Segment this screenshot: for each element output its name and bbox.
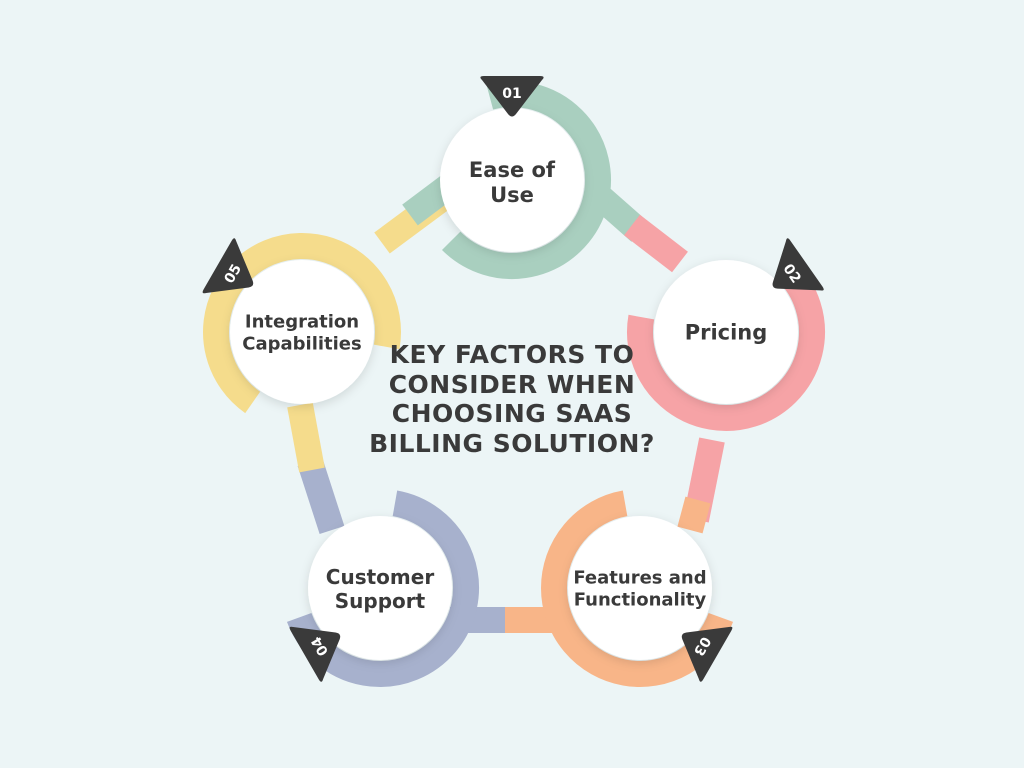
factor-circle-03	[568, 516, 712, 660]
factor-label-03: Features and Functionality	[573, 567, 707, 610]
factor-badge-01: 01	[480, 76, 544, 117]
badge-shape	[681, 626, 733, 682]
factor-ring-03	[541, 490, 734, 687]
factor-label-04: Customer Support	[325, 565, 435, 613]
factor-circle-04	[308, 516, 452, 660]
connector-band-9	[297, 457, 345, 535]
factor-circle-05	[230, 260, 374, 404]
factor-label-02: Pricing	[684, 320, 768, 345]
factor-ring-05	[203, 233, 401, 414]
factor-ring-04	[286, 490, 479, 687]
factor-label-01: Ease of Use	[468, 157, 556, 207]
badge-shape	[480, 76, 544, 117]
connector-band-10	[287, 402, 325, 473]
badge-shape	[289, 626, 341, 682]
factor-label-05: Integration Capabilities	[242, 311, 362, 354]
factor-ring-02	[627, 262, 825, 431]
connector-band-4	[624, 214, 688, 273]
connector-band-6	[677, 496, 711, 534]
factor-badge-04: 04	[289, 626, 341, 682]
badge-number: 01	[502, 86, 521, 102]
factor-circle-01	[440, 108, 584, 252]
factor-ring-01	[442, 81, 611, 279]
factor-badge-03: 03	[681, 626, 733, 682]
factor-badge-05: 05	[202, 238, 254, 294]
factor-badge-02: 02	[772, 238, 824, 291]
badge-shape	[772, 238, 824, 291]
badge-shape	[202, 238, 254, 294]
diagram-title: KEY FACTORS TO CONSIDER WHEN CHOOSING SA…	[369, 340, 655, 458]
factor-circle-02	[654, 260, 798, 404]
